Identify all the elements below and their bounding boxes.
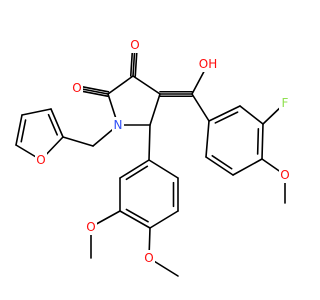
bond-C5-C4 <box>149 93 161 126</box>
bond-Fa-Fb-inner <box>47 113 58 136</box>
bonds-layer <box>15 44 286 277</box>
atom-label-Ao: O <box>280 168 289 182</box>
bond-Fa-Fb <box>50 108 64 138</box>
bond-Fc-Fd <box>15 114 23 146</box>
atom-label-Ff: F <box>282 96 289 110</box>
bond-A1-A2-inner <box>214 111 239 124</box>
bond-B3-B4-inner <box>125 208 149 223</box>
atom-labels-layer: N O O O OH F O O O <box>35 37 291 266</box>
atom-bg-Bo3 <box>85 219 97 235</box>
bond-CH2-Fa <box>62 136 94 147</box>
atom-label-Fo: O <box>36 153 45 167</box>
bond-B4-B5 <box>149 210 179 229</box>
atom-bg-Fo <box>35 152 47 168</box>
bond-A5-A6 <box>205 156 234 176</box>
bond-A2-A3 <box>239 105 264 125</box>
bond-A1-A2 <box>208 105 241 122</box>
bond-B1-B2-inner <box>125 165 149 181</box>
bond-B1-B2 <box>119 159 150 179</box>
bond-A3-A4 <box>261 123 264 160</box>
molecule-structure: N O O O OH F O O O <box>15 37 291 277</box>
bond-C4-C3 <box>132 75 161 95</box>
atom-label-O2: O <box>72 81 81 95</box>
bond-A5-A6-inner <box>211 154 233 170</box>
bond-Fc-Fd-inner <box>20 119 27 143</box>
atom-bg-Oh <box>197 56 219 72</box>
bond-A4-A5 <box>232 158 263 176</box>
atom-bg-N1 <box>112 117 124 133</box>
bond-A3-A4-inner <box>256 127 260 155</box>
bond-A6-A1 <box>205 120 210 158</box>
bond-Fb-Fc <box>21 108 52 116</box>
atom-bg-Bo4 <box>143 250 155 266</box>
atom-label-Bo4: O <box>144 251 153 265</box>
bond-B6-B1 <box>148 159 179 179</box>
atom-bg-Ao <box>279 167 291 183</box>
bond-C5-B1 <box>148 124 151 161</box>
bond-C3-C2 <box>107 75 134 95</box>
atom-bg-Ff <box>279 95 291 111</box>
atom-bg-O3 <box>129 37 141 53</box>
atom-label-Oh: OH <box>199 57 217 71</box>
bond-Cc-A1 <box>191 93 210 122</box>
atom-label-Bo3: O <box>86 220 95 234</box>
bond-B3-B4 <box>119 210 151 229</box>
atom-bg-O2 <box>71 80 83 96</box>
atom-label-N1: N <box>114 118 123 132</box>
atom-label-O3: O <box>130 38 139 52</box>
